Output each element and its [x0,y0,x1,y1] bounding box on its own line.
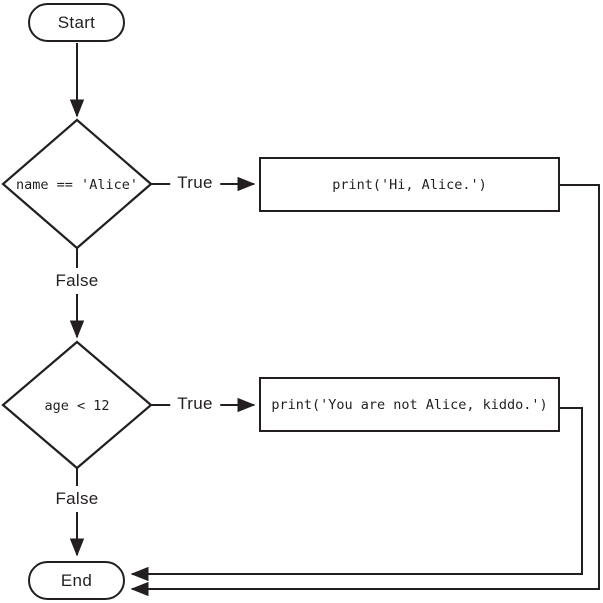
decision2-node-label: age < 12 [44,398,110,414]
process1-node-label: print('Hi, Alice.') [332,176,487,193]
process2-node: print('You are not Alice, kiddo.') [259,377,560,432]
decision2-shape [3,342,151,468]
start-node-label: Start [57,12,96,32]
process1-node: print('Hi, Alice.') [259,157,560,212]
connector-process1-to-end [130,185,599,597]
end-node-label: End [60,570,93,590]
decision1-node-label: name == 'Alice' [16,177,138,193]
edge-label-decision2-true: True [170,393,220,415]
edge-label-decision1-true: True [170,172,220,194]
process2-node-label: print('You are not Alice, kiddo.') [271,396,548,413]
decision1-shape [3,120,151,248]
edge-label-decision2-false: False [50,486,104,512]
connector-process2-to-end [130,408,582,582]
end-node: End [28,561,125,600]
edge-label-decision1-false: False [50,268,104,294]
start-node: Start [28,3,125,42]
